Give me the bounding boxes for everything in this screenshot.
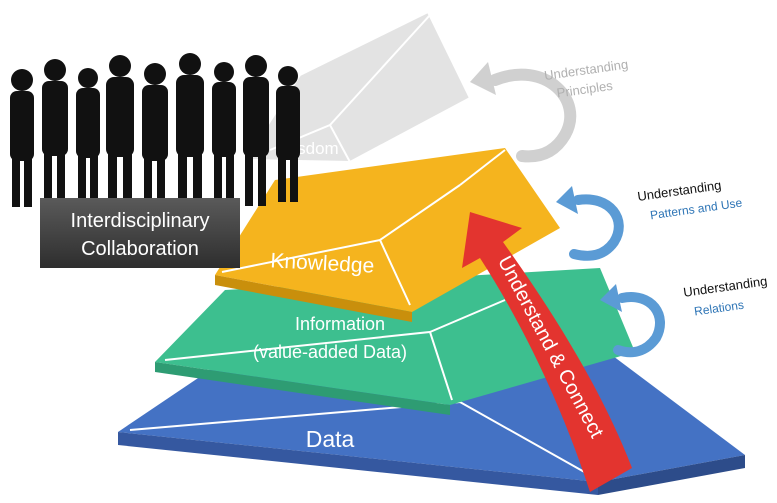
principles-loop-arrow (470, 62, 577, 163)
information-label-line2: (value-added Data) (253, 342, 407, 362)
collaboration-line2: Collaboration (81, 238, 199, 260)
side-label-principles-subtitle: Principles (556, 78, 614, 101)
information-label-line1: Information (295, 314, 385, 334)
side-label-principles-title: Understanding (543, 56, 629, 83)
side-label-relations-subtitle: Relations (693, 298, 744, 319)
data-label: Data (306, 426, 355, 452)
collaboration-line1: Interdisciplinary (71, 210, 210, 232)
side-label-principles: Understanding Principles (543, 56, 629, 101)
side-label-relations-title: Understanding (682, 273, 768, 300)
patterns-loop-arrow (556, 186, 624, 261)
knowledge-layer: Knowledge (215, 148, 560, 322)
side-label-patterns: Understanding Patterns and Use (636, 177, 743, 222)
people-silhouettes (10, 53, 300, 207)
knowledge-label: Knowledge (270, 249, 375, 277)
relations-loop-arrow (600, 284, 665, 358)
collaboration-box: Interdisciplinary Collaboration (40, 198, 240, 268)
side-label-relations: Understanding Relations (682, 273, 768, 319)
